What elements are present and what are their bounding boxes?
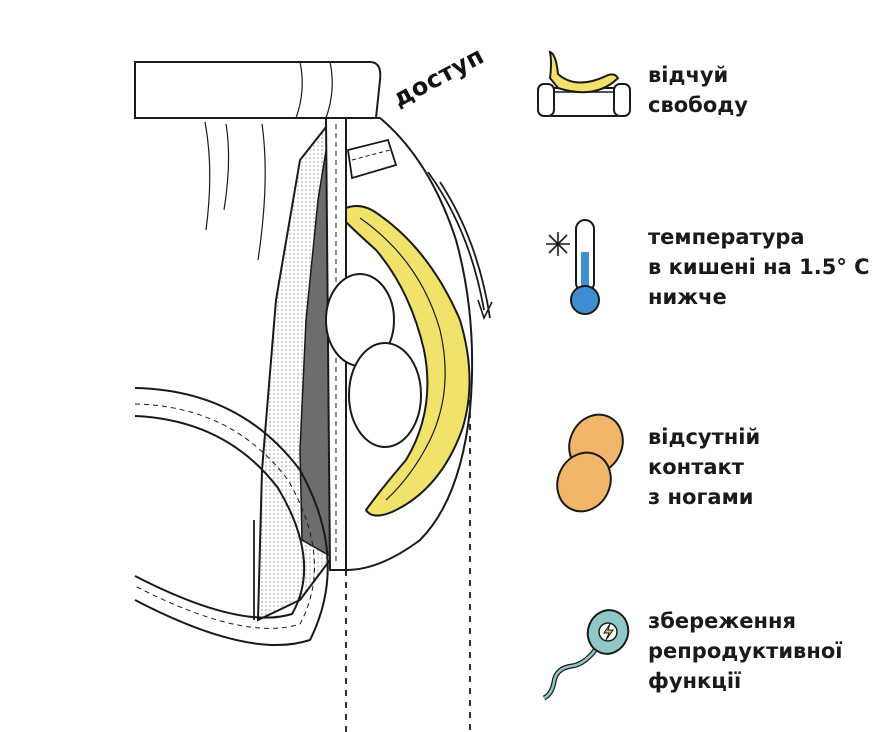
feature-temperature-line-2: в кишені на 1.5° С	[648, 255, 870, 279]
feature-reproductive-line-3: функції	[648, 669, 742, 693]
leg-lines	[253, 400, 471, 732]
feature-no-contact: відсутній контакт з ногами	[536, 410, 886, 520]
feature-no-contact-line-3: з ногами	[648, 485, 754, 509]
feature-freedom: відчуй свободу	[536, 44, 886, 134]
pouch-eggs	[325, 273, 422, 448]
fabric-folds	[204, 121, 266, 261]
banana	[345, 205, 471, 517]
feature-no-contact-line-2: контакт	[648, 455, 744, 479]
thermometer-snowflake-icon	[546, 219, 600, 315]
eggs-icon	[556, 413, 624, 513]
feature-freedom-line-2: свободу	[648, 93, 748, 117]
banana-sofa-icon	[537, 50, 631, 117]
feature-reproductive-line-1: збереження	[648, 609, 797, 633]
feature-temperature-line-3: нижче	[648, 285, 727, 309]
feature-temperature-line-1: температура	[648, 225, 805, 249]
feature-freedom-line-1: відчуй	[648, 63, 729, 87]
feature-temperature: температура в кишені на 1.5° С нижче	[536, 216, 886, 326]
feature-reproductive-line-2: репродуктивної	[648, 639, 843, 663]
waistband	[134, 61, 382, 119]
pouch-band	[346, 138, 398, 180]
feature-reproductive: збереження репродуктивної функції	[536, 604, 886, 714]
leg-band	[134, 387, 329, 646]
access-arrow	[427, 171, 493, 321]
sperm-icon	[542, 609, 630, 701]
feature-no-contact-line-1: відсутній	[648, 425, 761, 449]
